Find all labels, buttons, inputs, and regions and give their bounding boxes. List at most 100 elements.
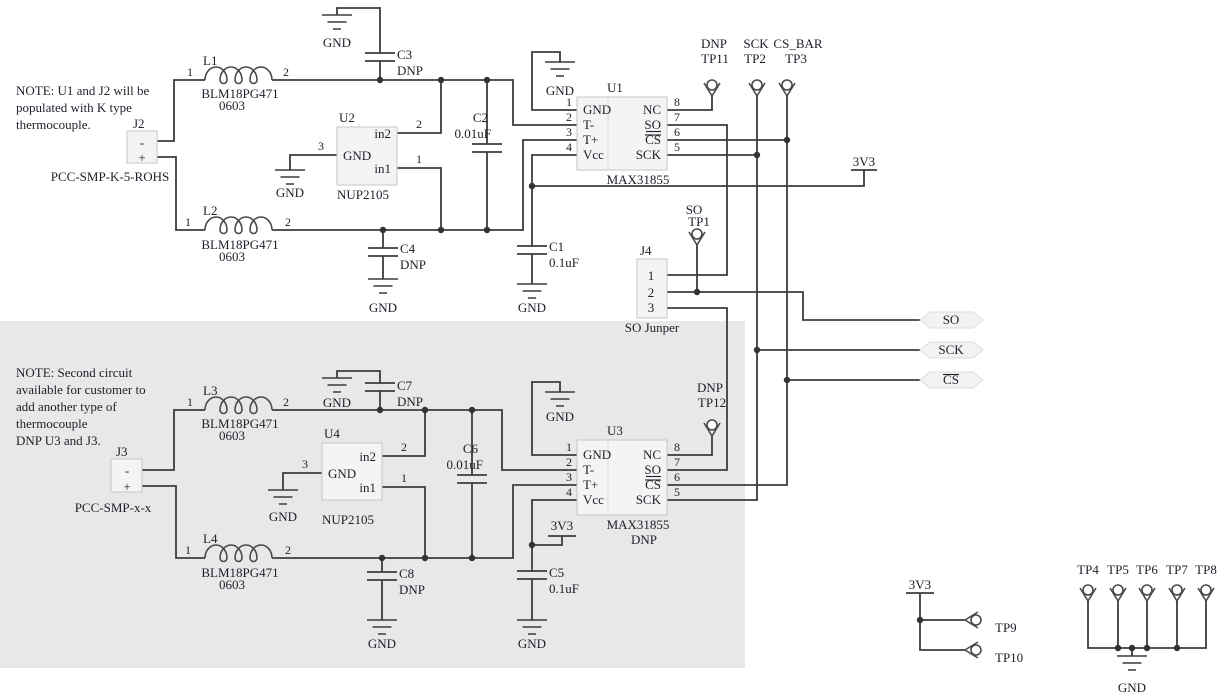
footprint: 0603 [219,428,245,443]
testpoint-arms [703,82,721,97]
junction-dot [376,406,384,414]
testpoint-symbol-tp6 [1138,584,1156,602]
junction-dot [916,616,924,624]
v33-label: 3V3 [551,518,573,533]
testpoint-symbol-tp11 [703,79,721,97]
wire [667,96,788,486]
ref-des: J2 [133,116,145,131]
value: DNP [397,394,423,409]
pin-number: 5 [674,485,680,499]
pin-label: - [140,135,144,150]
note-line: add another type of [16,399,117,414]
gnd-symbols [268,14,1147,671]
pin-number: 2 [285,215,291,229]
pin-number: 1 [187,65,193,79]
pin-name: Vcc [583,147,604,162]
wire [272,484,577,559]
wire [142,409,205,471]
testpoint-symbol-tp8 [1197,584,1215,602]
pin-number: 4 [566,485,572,499]
note-bottom: NOTE: Second circuit available for custo… [16,365,146,448]
capacitor-c5: C5 0.1uF [549,565,579,596]
wire [667,96,713,111]
testpoint-arms [1197,587,1215,602]
testpoint-net: SCK [743,36,769,51]
net-flag-sck [919,341,984,359]
value: DNP [399,582,425,597]
junction-dot [468,406,476,414]
value: DNP [397,63,423,78]
capacitor-c8: C8 DNP [399,566,425,597]
part-number: PCC-SMP-x-x [75,500,152,515]
gnd-label: GND [368,636,396,651]
testpoint-ref: TP3 [785,51,807,66]
capacitor-symbol-c2 [472,143,502,153]
gnd-symbol [517,619,547,635]
pin-name: GND [583,102,611,117]
testpoint-circle [691,228,703,240]
pin-name: SO [644,117,661,132]
wire [382,486,426,558]
pin-number: 8 [674,440,680,454]
wire [289,154,337,170]
pin-number: 3 [566,470,572,484]
pin-name: Vcc [583,492,604,507]
ic-u4: U4 in2 GND in1 NUP2105 3 2 1 [302,426,407,527]
pin-number: 1 [416,152,422,166]
testpoint-circle [1112,584,1124,596]
testpoint-arms [1109,587,1127,602]
testpoint-symbol-tp7 [1168,584,1186,602]
testpoint-ref: TP7 [1166,562,1188,577]
testpoint-net: SO [686,202,703,217]
ref-des: U4 [324,426,340,441]
v33-label: 3V3 [909,577,931,592]
gnd-symbol [517,283,547,299]
testpoint-arms [703,422,721,437]
ref-des: C3 [397,47,412,62]
wire [667,96,758,501]
testpoint-symbol-tp1 [688,228,706,246]
testpoint-symbols [688,79,1215,659]
wire [397,80,442,134]
junction-dot [1114,644,1122,652]
wire [906,592,965,651]
wire [272,79,577,126]
pin-number: 1 [185,215,191,229]
connector-body-j4 [636,258,668,319]
ic-body-u1 [576,96,668,171]
wire [397,167,442,230]
pin-number: 1 [187,395,193,409]
pin-number: 6 [674,125,680,139]
pin-number: 2 [401,440,407,454]
capacitor-c6: C6 0.01uF [447,441,483,472]
pin-number: 5 [674,140,680,154]
testpoint-circle [706,419,718,431]
pin-name: CS [645,477,661,492]
pin-number: 4 [566,140,572,154]
ic-body-u4 [321,442,383,501]
wires-testpoint-area [906,592,1207,656]
pin-name: in1 [359,480,376,495]
gnd-symbol [545,391,575,407]
ref-des: C6 [463,441,479,456]
junction-dot [483,226,491,234]
testpoint-arms [1168,587,1186,602]
pin-name: SO [644,462,661,477]
junction-dot [693,288,701,296]
part-number: NUP2105 [322,512,374,527]
capacitor-symbol-c4 [368,247,398,257]
pin-name: T- [583,462,594,477]
testpoint-circle [1141,584,1153,596]
testpoint-circle [970,644,982,656]
pin-label: + [138,150,145,165]
value: 0.1uF [549,255,579,270]
pin-name: GND [328,466,356,481]
part-number: SO Junper [625,320,680,335]
testpoint-symbol-tp12 [703,419,721,437]
testpoint-circle [1171,584,1183,596]
footprint: 0603 [219,98,245,113]
capacitor-symbol-c1 [517,245,547,255]
net-flag-so [919,311,984,329]
net-flag-labels: SO SCK CS [938,312,964,387]
